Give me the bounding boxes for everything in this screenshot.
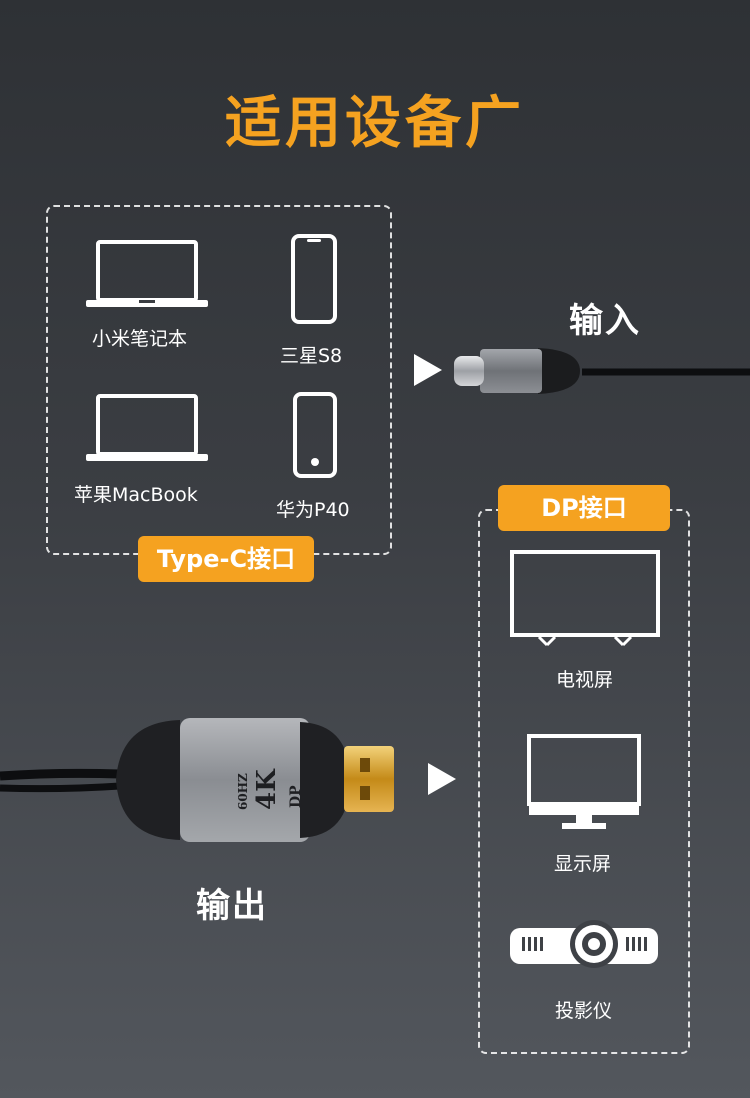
device-label-huawei: 华为P40 — [276, 499, 350, 521]
projector-icon — [508, 918, 660, 972]
tv-icon — [509, 549, 661, 649]
input-label: 输入 — [569, 301, 641, 341]
dp-badge: DP接口 — [498, 485, 670, 531]
device-label-projector: 投影仪 — [555, 1000, 613, 1022]
device-label-macbook: 苹果MacBook — [74, 484, 198, 506]
usb-c-connector — [452, 340, 750, 402]
hz-text: 60HZ — [236, 773, 250, 810]
device-label-samsung: 三星S8 — [280, 345, 343, 367]
arrow-right-icon — [414, 354, 442, 386]
device-label-monitor: 显示屏 — [554, 853, 612, 875]
laptop-icon — [84, 240, 210, 310]
phone-icon — [290, 233, 338, 325]
dp-connector — [0, 712, 400, 852]
device-label-xiaomi: 小米笔记本 — [92, 328, 188, 350]
dp-spec-labels: DP 4K 60HZ — [228, 742, 308, 814]
laptop-icon — [84, 394, 210, 464]
arrow-right-icon — [428, 763, 456, 795]
dp-text: DP — [288, 785, 304, 808]
device-label-tv: 电视屏 — [556, 669, 614, 691]
output-label: 输出 — [196, 886, 268, 926]
phone-icon — [292, 391, 338, 479]
monitor-icon — [526, 733, 642, 833]
4k-text: 4K — [252, 769, 282, 810]
page-title: 适用设备广 — [225, 91, 525, 156]
type-c-badge: Type-C接口 — [138, 536, 314, 582]
